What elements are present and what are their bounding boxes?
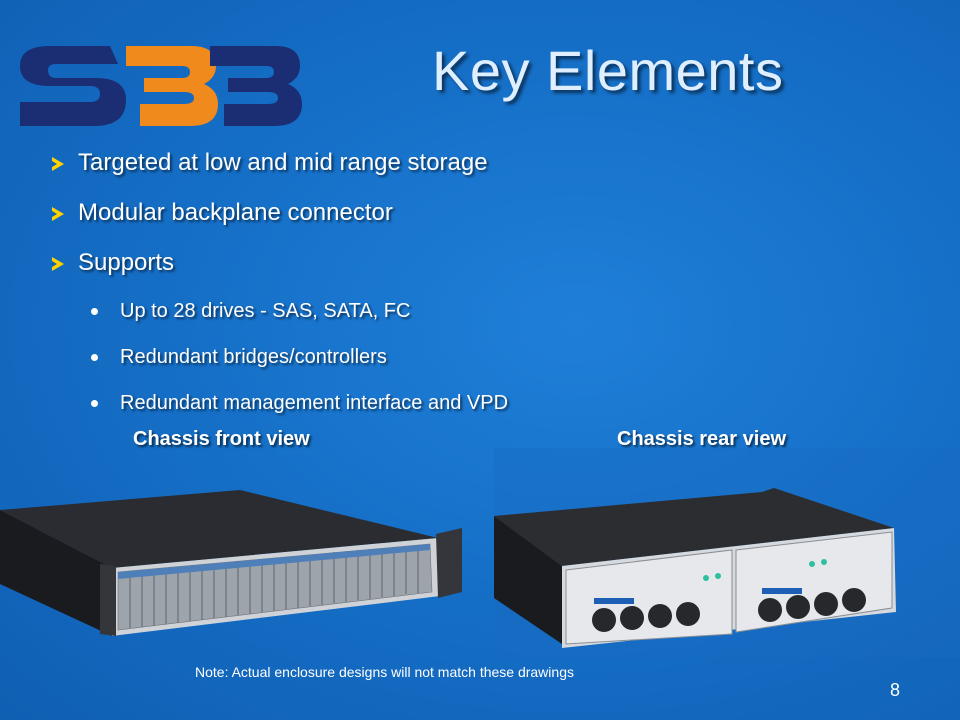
- bullet-item: Modular backplane connector: [52, 198, 508, 248]
- dot-bullet-icon: [91, 354, 98, 361]
- bullet-list: Targeted at low and mid range storage Mo…: [52, 148, 508, 436]
- arrow-bullet-icon: [52, 257, 64, 271]
- bullet-text: Modular backplane connector: [78, 199, 393, 226]
- bullet-text: Supports: [78, 249, 175, 276]
- logo-letter-b1: [126, 46, 218, 126]
- arrow-bullet-icon: [52, 207, 64, 221]
- bullet-text: Targeted at low and mid range storage: [78, 149, 488, 176]
- dot-bullet-icon: [91, 400, 98, 407]
- sub-bullet-item: Redundant bridges/controllers: [52, 344, 508, 390]
- sub-bullet-text: Redundant management interface and VPD: [120, 392, 509, 414]
- sub-bullet-item: Up to 28 drives - SAS, SATA, FC: [52, 298, 508, 344]
- sub-bullet-item: Redundant management interface and VPD: [52, 390, 508, 436]
- page-number: 8: [890, 680, 901, 700]
- bullet-item: Targeted at low and mid range storage: [52, 148, 508, 198]
- rear-view-caption: Chassis rear view: [617, 428, 786, 450]
- sub-bullet-text: Redundant bridges/controllers: [120, 346, 387, 368]
- logo-letter-b2: [210, 46, 302, 126]
- chassis-rear-image: [494, 448, 960, 658]
- dot-bullet-icon: [91, 308, 98, 315]
- sbb-logo: [20, 46, 302, 126]
- front-view-caption: Chassis front view: [133, 428, 310, 450]
- sub-bullet-text: Up to 28 drives - SAS, SATA, FC: [120, 300, 411, 322]
- footnote: Note: Actual enclosure designs will not …: [195, 664, 574, 680]
- logo-letter-s: [20, 46, 126, 126]
- bullet-item: Supports: [52, 248, 508, 298]
- slide-title: Key Elements: [432, 39, 784, 102]
- chassis-front-image: [0, 490, 462, 636]
- arrow-bullet-icon: [52, 157, 64, 171]
